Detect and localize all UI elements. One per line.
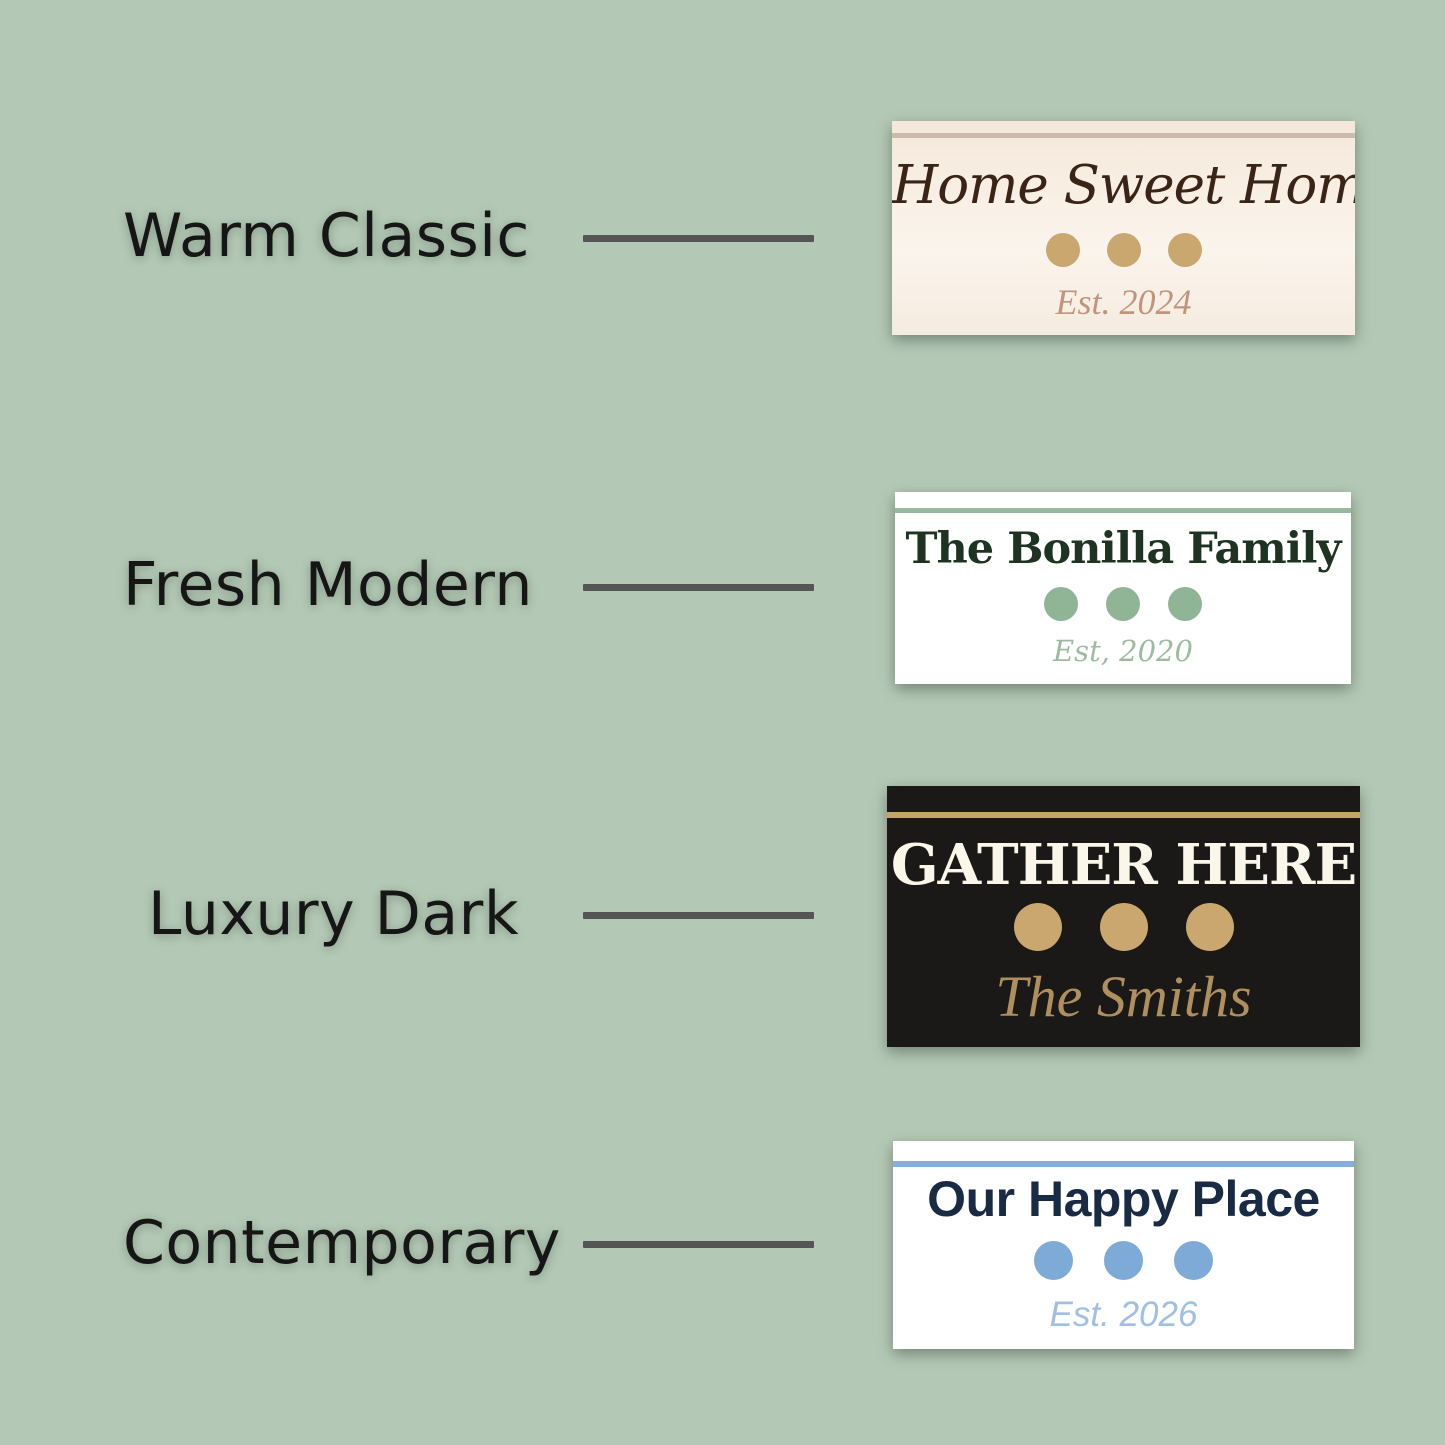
sign-card-fresh-modern[interactable]: The Bonilla Family Est, 2020: [895, 492, 1351, 684]
style-label-luxury-dark: Luxury Dark: [148, 879, 520, 949]
card-subtitle: Est, 2020: [1053, 634, 1193, 668]
style-label-fresh-modern: Fresh Modern: [123, 550, 533, 620]
card-stripe: [887, 812, 1360, 818]
dot-icon: [1167, 233, 1202, 267]
dot-icon: [1013, 903, 1062, 951]
card-subtitle: Est. 2024: [1055, 282, 1192, 322]
dot-icon: [1174, 1241, 1213, 1280]
dot-row: [895, 587, 1351, 621]
dot-icon: [1034, 1241, 1073, 1280]
card-subtitle: Est. 2026: [1049, 1295, 1198, 1334]
sign-card-contemporary[interactable]: Our Happy Place Est. 2026: [893, 1141, 1354, 1349]
card-subtitle: The Smiths: [995, 964, 1252, 1029]
connector-line: [583, 584, 814, 591]
card-title: Our Happy Place: [927, 1171, 1320, 1227]
connector-line: [583, 912, 814, 919]
card-stripe: [895, 508, 1351, 513]
dot-icon: [1185, 903, 1234, 951]
dot-icon: [1099, 903, 1148, 951]
style-label-contemporary: Contemporary: [123, 1208, 561, 1278]
card-title: Home Sweet Home: [892, 155, 1355, 216]
dot-icon: [1104, 1241, 1143, 1280]
connector-line: [583, 1241, 814, 1248]
sign-card-warm-classic[interactable]: Home Sweet Home Est. 2024: [892, 121, 1355, 335]
card-stripe: [893, 1161, 1354, 1167]
dot-icon: [1045, 233, 1080, 267]
card-title: The Bonilla Family: [905, 524, 1342, 574]
dot-row: [893, 1241, 1354, 1280]
dot-icon: [1044, 587, 1078, 621]
dot-icon: [1106, 587, 1140, 621]
dot-icon: [1106, 233, 1141, 267]
style-label-warm-classic: Warm Classic: [123, 201, 530, 271]
dot-row: [892, 233, 1355, 267]
card-stripe: [892, 133, 1355, 138]
dot-row: [887, 903, 1360, 951]
dot-icon: [1168, 587, 1202, 621]
connector-line: [583, 235, 814, 242]
sign-card-luxury-dark[interactable]: GATHER HERE The Smiths: [887, 786, 1360, 1047]
card-title: GATHER HERE: [890, 832, 1357, 898]
